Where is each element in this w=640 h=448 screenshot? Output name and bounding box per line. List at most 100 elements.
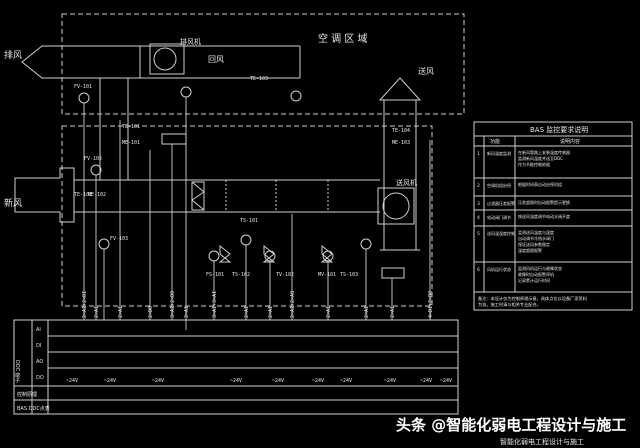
legend-table <box>473 121 633 311</box>
tag-fv102: FV-102 <box>84 156 102 162</box>
bus-label: 4×DI+2×DO <box>428 291 434 318</box>
ddc-voltage: ~24V <box>440 378 452 384</box>
bus-label: 2×AI <box>390 306 396 318</box>
ddc-voltage: ~24V <box>152 378 164 384</box>
bus-label: 2×AI+2×DI <box>82 291 88 318</box>
legend-note-2: 为准，施工时请与相关专业配合。 <box>478 301 541 308</box>
legend-item-name: 送风温湿度控制 <box>487 230 515 236</box>
legend-item-no: 6 <box>477 267 480 273</box>
bus-label: 2×AI <box>94 306 100 318</box>
supply-fan-label: 送风机 <box>396 178 417 187</box>
ddc-foot-row-1: 控制原理 <box>17 391 37 398</box>
ddc-row-label: AO <box>36 359 43 365</box>
tag-ts101: TS-101 <box>240 218 258 224</box>
tag-me101: ME-101 <box>122 140 140 146</box>
watermark-sub: 智能化弱电工程设计与施工 <box>500 437 584 446</box>
ddc-terminal-panel <box>13 319 459 415</box>
legend-item-desc: 湿度超限报警 <box>518 247 542 253</box>
legend-item-desc: 记录累计运行时间 <box>518 277 550 283</box>
sensor-fs101 <box>208 250 220 262</box>
legend-item-no: 2 <box>477 183 480 189</box>
return-air-label: 回风 <box>208 55 224 64</box>
bus-label: 2×AI <box>364 306 370 318</box>
bus-label: 2×AI+2×AO <box>290 291 296 318</box>
tag-me102: ME-102 <box>88 192 106 198</box>
bus-label: 2×AI <box>184 306 190 318</box>
water-valve-2 <box>262 244 276 263</box>
tag-te103: TE-103 <box>250 76 268 82</box>
fresh-air-duct <box>14 167 75 223</box>
legend-item-desc: 在新风管路上安装温度传感器 <box>518 149 570 155</box>
legend-item-no: 3 <box>477 201 480 207</box>
ddc-voltage: ~24V <box>272 378 284 384</box>
tag-tv102: TV-102 <box>276 272 294 278</box>
legend-item-no: 1 <box>477 151 480 157</box>
sensor-fv101 <box>78 92 90 104</box>
legend-item-name: 风机运行状态 <box>487 266 511 272</box>
exhaust-damper-actuator <box>161 133 187 145</box>
ddc-voltage: ~24V <box>384 378 396 384</box>
ddc-row-label: DO <box>36 375 44 381</box>
bus-label: 3×AI+2×DO <box>170 291 176 318</box>
legend-item-name: 空调机组启停 <box>487 182 511 188</box>
fresh-air-label: 新风 <box>4 197 22 209</box>
sensor-te103 <box>290 90 302 102</box>
bus-label: 2×AI <box>268 306 274 318</box>
tag-ts102: TS-102 <box>232 272 250 278</box>
water-valve-3 <box>320 244 334 263</box>
supply-air-label: 送风 <box>418 66 434 76</box>
ac-region-boundary <box>61 13 465 115</box>
sensor-return <box>180 86 192 98</box>
tag-fv101: FV-101 <box>74 84 92 90</box>
tag-te104: TE-104 <box>392 128 410 134</box>
ddc-voltage: ~24V <box>312 378 324 384</box>
legend-item-desc: 监测送风温度与湿度 <box>518 229 554 235</box>
legend-item-desc: 作为节能控制依据 <box>518 161 550 167</box>
exhaust-duct-arrow <box>21 45 141 79</box>
ddc-voltage: ~24V <box>230 378 242 384</box>
bus-label: 2×DO <box>148 306 154 318</box>
legend-item-desc: 根据时间表自动启停机组 <box>518 181 562 187</box>
ac-unit-boundary <box>61 125 433 307</box>
bus-label: 2×AI <box>326 306 332 318</box>
tag-mv101: MV-101 <box>318 272 336 278</box>
tag-te102: TE-102 <box>74 192 92 198</box>
bus-label: 2×AI <box>244 306 250 318</box>
legend-col-b: 说明内容 <box>560 138 580 145</box>
exhaust-air-label: 排风 <box>4 49 22 61</box>
supply-fan <box>377 187 415 225</box>
tag-me103: ME-103 <box>392 140 410 146</box>
supply-duct-arrow <box>378 77 422 101</box>
tag-fv103: FV-103 <box>110 236 128 242</box>
water-valve-1 <box>218 244 232 263</box>
legend-item-desc: 故障时自动报警停机 <box>518 271 554 277</box>
tag-fs101: FS-101 <box>206 272 224 278</box>
ddc-foot-row-2: BAS DDC点表 <box>17 405 50 412</box>
ddc-row-label: DI <box>36 343 41 349</box>
tag-ts103: TS-103 <box>340 272 358 278</box>
ddc-side-label: DDC 端子 <box>14 360 20 383</box>
legend-item-desc: 监测新风温度并送至DDC <box>518 155 563 161</box>
supply-damper-actuator <box>381 267 405 279</box>
legend-item-desc: 自动调节冷热水阀门 <box>518 235 554 241</box>
sensor-fv103 <box>98 238 110 250</box>
legend-col-a: 功能 <box>490 138 500 145</box>
legend-item-name: 过滤器压差报警 <box>487 200 515 206</box>
sensor-ts103 <box>360 238 372 250</box>
legend-note-1: 备注：本设计仅为控制原理示意，具体点位以设备厂家资料 <box>478 295 588 302</box>
ddc-voltage-labels: ~24V~24V~24V~24V~24V~24V~24V~24V~24V~24V <box>66 378 452 384</box>
ddc-voltage: ~24V <box>340 378 352 384</box>
ddc-voltage: ~24V <box>420 378 432 384</box>
exhaust-fan-label: 排风机 <box>180 37 201 46</box>
filter-section <box>191 181 205 211</box>
sensor-ts101 <box>240 234 252 246</box>
legend-item-no: 5 <box>477 231 480 237</box>
legend-item-desc: 压差超限时自动报警提示更换 <box>518 199 570 205</box>
bus-label: 2×AI <box>118 306 124 318</box>
legend-item-desc: 监测风机运行与故障状态 <box>518 265 562 271</box>
legend-item-desc: 按送风温度调节电动水阀开度 <box>518 213 570 219</box>
